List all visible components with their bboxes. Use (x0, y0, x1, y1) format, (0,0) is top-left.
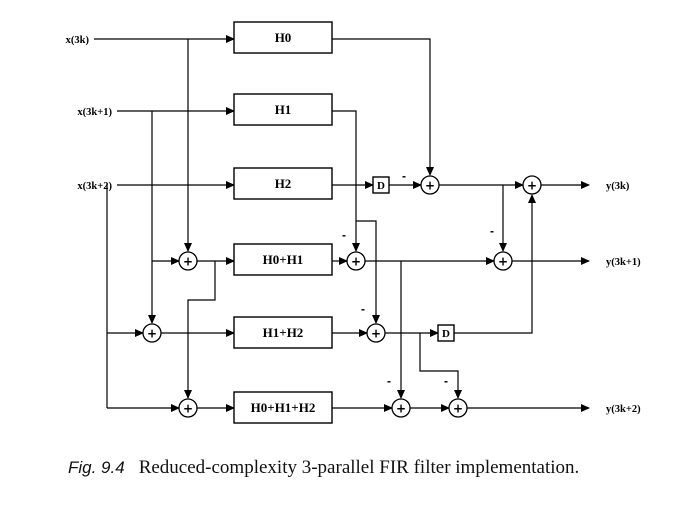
output-label-y3k: y(3k) (606, 181, 630, 192)
plus-symbol: + (147, 327, 157, 341)
figure-caption: Fig. 9.4 Reduced-complexity 3-parallel FI… (68, 457, 579, 479)
adder-x-all: + (178, 398, 198, 418)
output-label-y3k1: y(3k+1) (606, 257, 641, 268)
adder-y1-out: + (493, 251, 513, 271)
plus-symbol: + (425, 179, 435, 193)
filter-box-h2: H2 (233, 167, 333, 200)
filter-box-h0: H0 (233, 21, 333, 54)
plus-symbol: + (351, 255, 361, 269)
filter-label: H1+H2 (263, 325, 304, 340)
input-label-x3k2: x(3k+2) (77, 181, 112, 192)
minus-sign: - (444, 374, 448, 388)
adder-x1-x2: + (142, 323, 162, 343)
adder-h0h1-h1: + (346, 251, 366, 271)
plus-symbol: + (527, 179, 537, 193)
input-label-x3k1: x(3k+1) (77, 107, 112, 118)
filter-block-diagram: H0 H1 H2 H0+H1 H1+H2 H0+H1+H2 D D + + + (66, 21, 641, 424)
plus-symbol: + (183, 402, 193, 416)
plus-symbol: + (183, 255, 193, 269)
delay-label: D (377, 180, 385, 192)
adder-y0-first: + (420, 175, 440, 195)
figure-number: Fig. 9.4 (68, 458, 125, 477)
plus-symbol: + (498, 255, 508, 269)
minus-sign: - (490, 224, 494, 238)
filter-label: H0+H1+H2 (251, 400, 316, 415)
minus-sign: - (361, 302, 365, 316)
output-label-y3k2: y(3k+2) (606, 404, 641, 415)
filter-label: H2 (275, 176, 292, 191)
filter-box-h0-h1-h2: H0+H1+H2 (233, 391, 333, 424)
plus-symbol: + (371, 327, 381, 341)
filter-label: H1 (275, 102, 292, 117)
filter-label: H0+H1 (263, 252, 304, 267)
minus-sign: - (342, 228, 346, 242)
minus-sign: - (402, 169, 406, 183)
filter-box-h1: H1 (233, 93, 333, 126)
signal-wires (94, 35, 590, 412)
plus-symbol: + (396, 402, 406, 416)
minus-sign: - (387, 374, 391, 388)
adder-x0-x1: + (178, 251, 198, 271)
delay-label: D (442, 328, 450, 340)
caption-text: Reduced-complexity 3-parallel FIR filter… (138, 457, 580, 478)
plus-symbol: + (453, 402, 463, 416)
filter-box-h1-h2: H1+H2 (233, 316, 333, 349)
adder-y0-out: + (522, 175, 542, 195)
delay-element-bottom: D (437, 324, 455, 342)
adder-y2-first: + (391, 398, 411, 418)
delay-element-top: D (372, 176, 390, 194)
filter-box-h0-h1: H0+H1 (233, 243, 333, 276)
filter-label: H0 (275, 30, 292, 45)
input-label-x3k: x(3k) (66, 35, 90, 46)
adder-h1h2-h1: + (366, 323, 386, 343)
adder-y2-out: + (448, 398, 468, 418)
